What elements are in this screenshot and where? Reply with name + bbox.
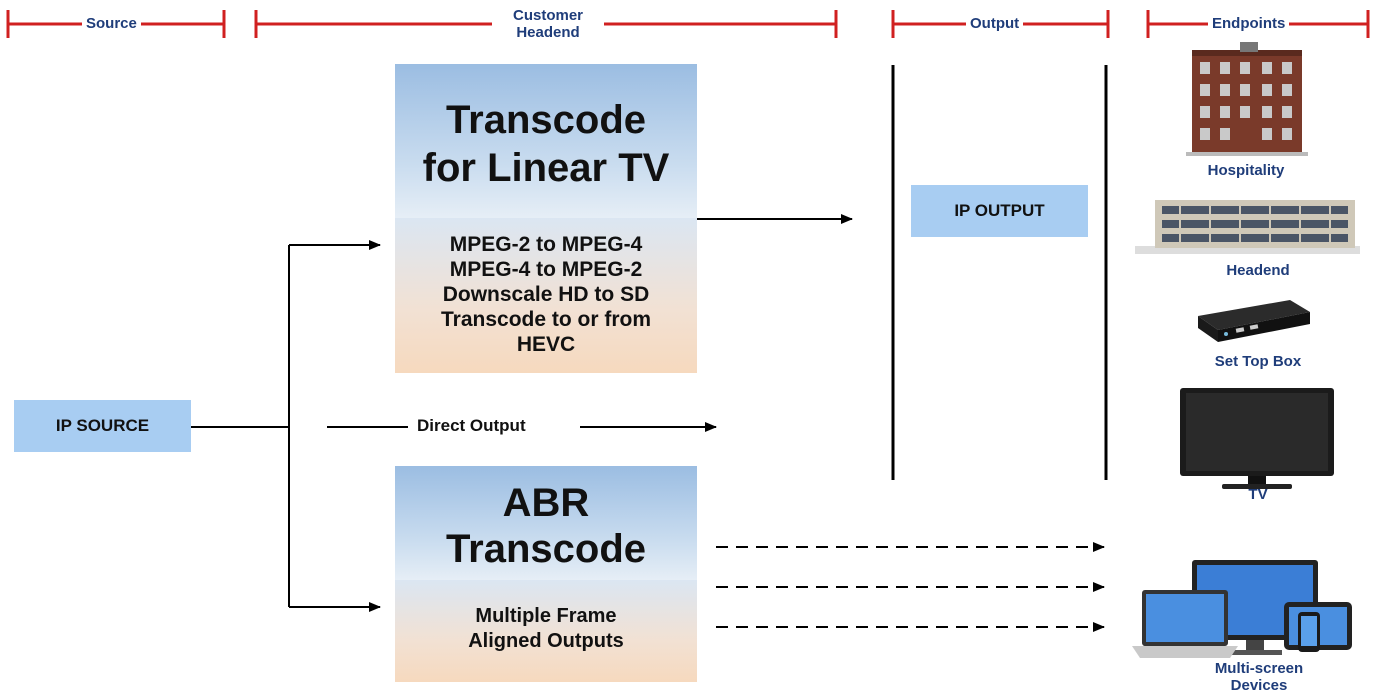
tv-icon <box>1180 388 1334 489</box>
header-headend-line1: Customer <box>512 7 583 24</box>
direct-output-label: Direct Output <box>417 416 526 435</box>
multiscreen-devices-icon <box>1132 560 1352 658</box>
ip-source-box: IP SOURCE <box>14 400 191 452</box>
abr-dashed-arrows <box>716 542 1105 632</box>
transcode-linear-title-line2: for Linear TV <box>422 146 670 190</box>
transcode-item: MPEG-2 to MPEG-4 <box>449 233 643 256</box>
abr-desc-box: Multiple Frame Aligned Outputs <box>395 580 697 682</box>
endpoint-set-top-box-label: Set Top Box <box>1214 353 1302 370</box>
ip-output-box: IP OUTPUT <box>911 185 1088 237</box>
transcode-item: HEVC <box>516 333 576 356</box>
header-endpoints-label: Endpoints <box>1208 15 1290 32</box>
abr-desc-line1: Multiple Frame <box>475 605 617 627</box>
header-headend-line2: Headend <box>516 24 580 41</box>
transcode-item: MPEG-4 to MPEG-2 <box>449 258 643 281</box>
endpoint-multiscreen-label: Multi-screen Devices <box>1184 660 1334 694</box>
transcode-item: Downscale HD to SD <box>442 283 650 306</box>
header-source-label: Source <box>82 15 141 32</box>
transcode-linear-title-line1: Transcode <box>445 98 647 142</box>
header-headend-label: Customer Headend <box>492 7 604 41</box>
source-connectors <box>190 240 381 612</box>
endpoint-hospitality-label: Hospitality <box>1207 162 1285 179</box>
endpoint-tv-label: TV <box>1248 486 1268 503</box>
header-output-label: Output <box>966 15 1024 32</box>
endpoint-multiscreen-line2: Devices <box>1230 677 1288 694</box>
endpoint-multiscreen-line1: Multi-screen <box>1214 660 1304 677</box>
endpoint-headend-label: Headend <box>1226 262 1290 279</box>
transcode-linear-items-box: MPEG-2 to MPEG-4 MPEG-4 to MPEG-2 Downsc… <box>395 218 697 373</box>
transcode-item: Transcode to or from <box>440 308 652 331</box>
building-icon <box>1186 42 1308 156</box>
headend-building-icon <box>1135 200 1360 254</box>
set-top-box-icon <box>1198 300 1310 342</box>
abr-desc-line2: Aligned Outputs <box>468 630 624 652</box>
abr-title-line1: ABR <box>502 481 590 525</box>
abr-title-line2: Transcode <box>445 527 647 571</box>
abr-title-box: ABR Transcode <box>395 466 697 580</box>
transcode-linear-title-box: Transcode for Linear TV <box>395 64 697 218</box>
